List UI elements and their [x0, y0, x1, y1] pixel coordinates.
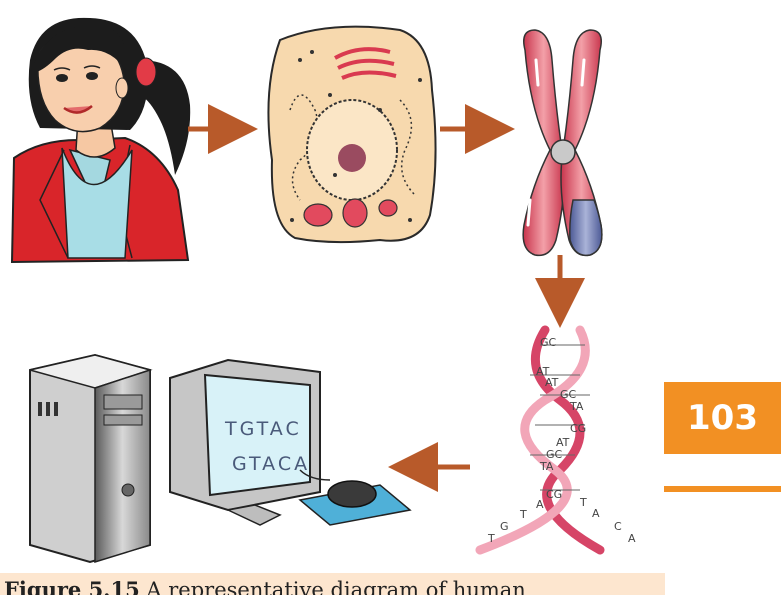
figure-label: Figure 5.15	[4, 577, 140, 596]
dna-pair-label: TA	[569, 400, 584, 413]
dna-base-label: A	[592, 507, 600, 520]
monitor-stand	[225, 504, 282, 526]
figure-caption: Figure 5.15 A representative diagram of …	[0, 573, 665, 595]
dna-base-label: G	[500, 520, 509, 533]
screen-sequence-line1: TGTAC	[224, 418, 302, 440]
drive-bay	[103, 394, 143, 410]
dna-base-label: T	[487, 532, 495, 545]
dna-helix-illustration: GC AT AT GC TA CG AT GC TA CG A T G T T …	[475, 325, 636, 555]
dna-pair-label: TA	[539, 460, 554, 473]
dna-pair-label: AT	[556, 436, 570, 449]
dna-pair-label: CG	[570, 422, 586, 435]
woman-illustration	[10, 17, 191, 264]
chromosome-illustration	[522, 29, 603, 257]
dna-pair-label: GC	[540, 336, 557, 349]
cell-illustration	[267, 25, 437, 244]
monitor-screen	[203, 373, 311, 497]
power-button	[121, 483, 135, 497]
dna-base-label: A	[628, 532, 636, 545]
page-number-tab: 103	[664, 382, 781, 454]
dna-pair-label: CG	[546, 488, 562, 501]
dna-pair-label: GC	[546, 448, 563, 461]
mouse-icon	[327, 480, 377, 508]
computer-illustration: TGTAC GTACA	[29, 353, 412, 564]
page-number-rule	[664, 486, 781, 492]
screen-sequence-line2: GTACA	[232, 453, 310, 475]
dna-pair-label: AT	[536, 365, 550, 378]
dna-base-label: T	[519, 508, 527, 521]
dna-pair-label: GC	[560, 388, 577, 401]
drive-bay	[103, 414, 143, 426]
dna-pair-label: AT	[545, 376, 559, 389]
mouse-cable	[299, 469, 331, 481]
dna-base-label: T	[579, 496, 587, 509]
dna-base-label: C	[614, 520, 622, 533]
dna-base-label: A	[536, 498, 544, 511]
figure-caption-text: A representative diagram of human	[146, 578, 526, 595]
